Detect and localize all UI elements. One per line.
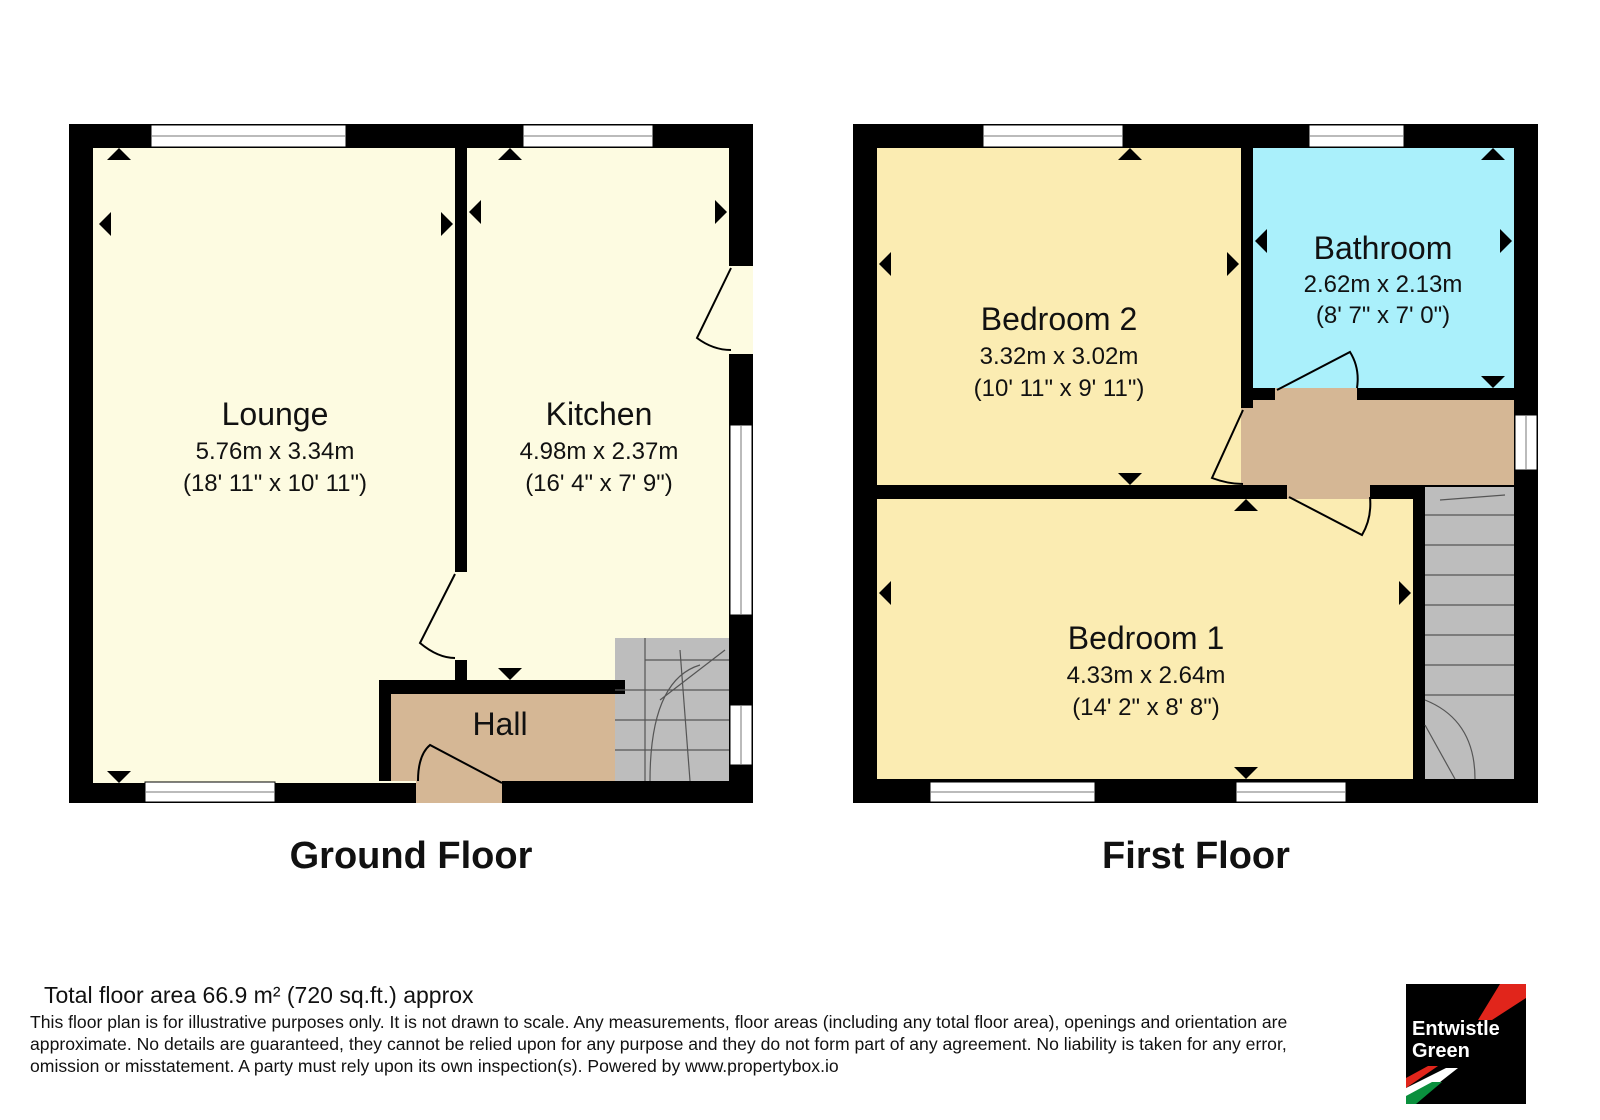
kitchen-room bbox=[467, 148, 729, 680]
lounge-name: Lounge bbox=[222, 396, 329, 432]
kitchen-name: Kitchen bbox=[546, 396, 653, 432]
kitchen-door-swing bbox=[695, 267, 732, 351]
bed2-door-swing bbox=[1210, 409, 1244, 485]
ground-floor-label: Ground Floor bbox=[290, 835, 533, 877]
hall-top-wall bbox=[379, 680, 625, 694]
kitchen-metric: 4.98m x 2.37m bbox=[520, 438, 679, 465]
lounge-kitchen-door-gap bbox=[455, 572, 467, 660]
disclaimer-text: This floor plan is for illustrative purp… bbox=[30, 1012, 1288, 1076]
lounge-kitchen-wall bbox=[455, 148, 467, 572]
bed2-door-gap bbox=[1241, 408, 1253, 485]
bed1-door-gap bbox=[1287, 485, 1370, 499]
stair-left-wall bbox=[1413, 485, 1425, 779]
landing-bed1-wall bbox=[1370, 485, 1425, 499]
lounge-imperial: (18' 11" x 10' 11") bbox=[183, 470, 367, 497]
landing-fill bbox=[1253, 400, 1514, 485]
kitchen-imperial: (16' 4" x 7' 9") bbox=[525, 470, 673, 497]
logo-red-corner bbox=[1406, 1066, 1438, 1088]
front-door-gap bbox=[416, 781, 502, 803]
logo-line1: Entwistle bbox=[1412, 1018, 1500, 1040]
bedroom1-metric: 4.33m x 2.64m bbox=[1067, 662, 1226, 689]
bedroom1-room bbox=[877, 499, 1413, 779]
bathroom-door-swing bbox=[1276, 350, 1359, 391]
bathroom-name: Bathroom bbox=[1314, 230, 1453, 266]
bathroom-door-gap bbox=[1275, 388, 1357, 400]
bathroom-room bbox=[1253, 148, 1514, 388]
first-floor-label: First Floor bbox=[1102, 835, 1290, 877]
bed1-door-swing bbox=[1288, 496, 1372, 537]
first-floor: Bedroom 2 3.32m x 3.02m (10' 11" x 9' 11… bbox=[853, 124, 1538, 877]
ground-floor: Lounge 5.76m x 3.34m (18' 11" x 10' 11")… bbox=[69, 124, 753, 877]
bathroom-imperial: (8' 7" x 7' 0") bbox=[1316, 302, 1450, 329]
bedroom2-imperial: (10' 11" x 9' 11") bbox=[974, 375, 1145, 402]
hall-left-wall bbox=[379, 680, 391, 781]
bed2-bed1-wall bbox=[877, 485, 1287, 499]
hall-fill bbox=[391, 694, 615, 781]
lounge-kitchen-wall-stub bbox=[455, 660, 467, 680]
total-floor-area: Total floor area 66.9 m² (720 sq.ft.) ap… bbox=[44, 982, 474, 1008]
logo-red-stripe bbox=[1478, 984, 1526, 1020]
front-door-swing bbox=[417, 743, 503, 784]
logo-line2: Green bbox=[1412, 1040, 1470, 1062]
lounge-room bbox=[93, 148, 455, 783]
logo-green-stripe bbox=[1406, 1082, 1442, 1104]
lounge-door-swing bbox=[418, 573, 456, 659]
bathroom-metric: 2.62m x 2.13m bbox=[1304, 271, 1463, 298]
lounge-metric: 5.76m x 3.34m bbox=[196, 438, 355, 465]
first-stairs bbox=[1425, 487, 1514, 779]
bedroom2-name: Bedroom 2 bbox=[981, 301, 1138, 337]
bedroom2-metric: 3.32m x 3.02m bbox=[980, 343, 1139, 370]
kitchen-door-gap bbox=[729, 266, 753, 354]
bed2-bath-wall bbox=[1241, 148, 1253, 408]
bedroom1-name: Bedroom 1 bbox=[1068, 620, 1225, 656]
bedroom1-imperial: (14' 2" x 8' 8") bbox=[1072, 694, 1220, 721]
hall-name: Hall bbox=[472, 706, 527, 742]
bedroom2-room bbox=[877, 148, 1241, 485]
